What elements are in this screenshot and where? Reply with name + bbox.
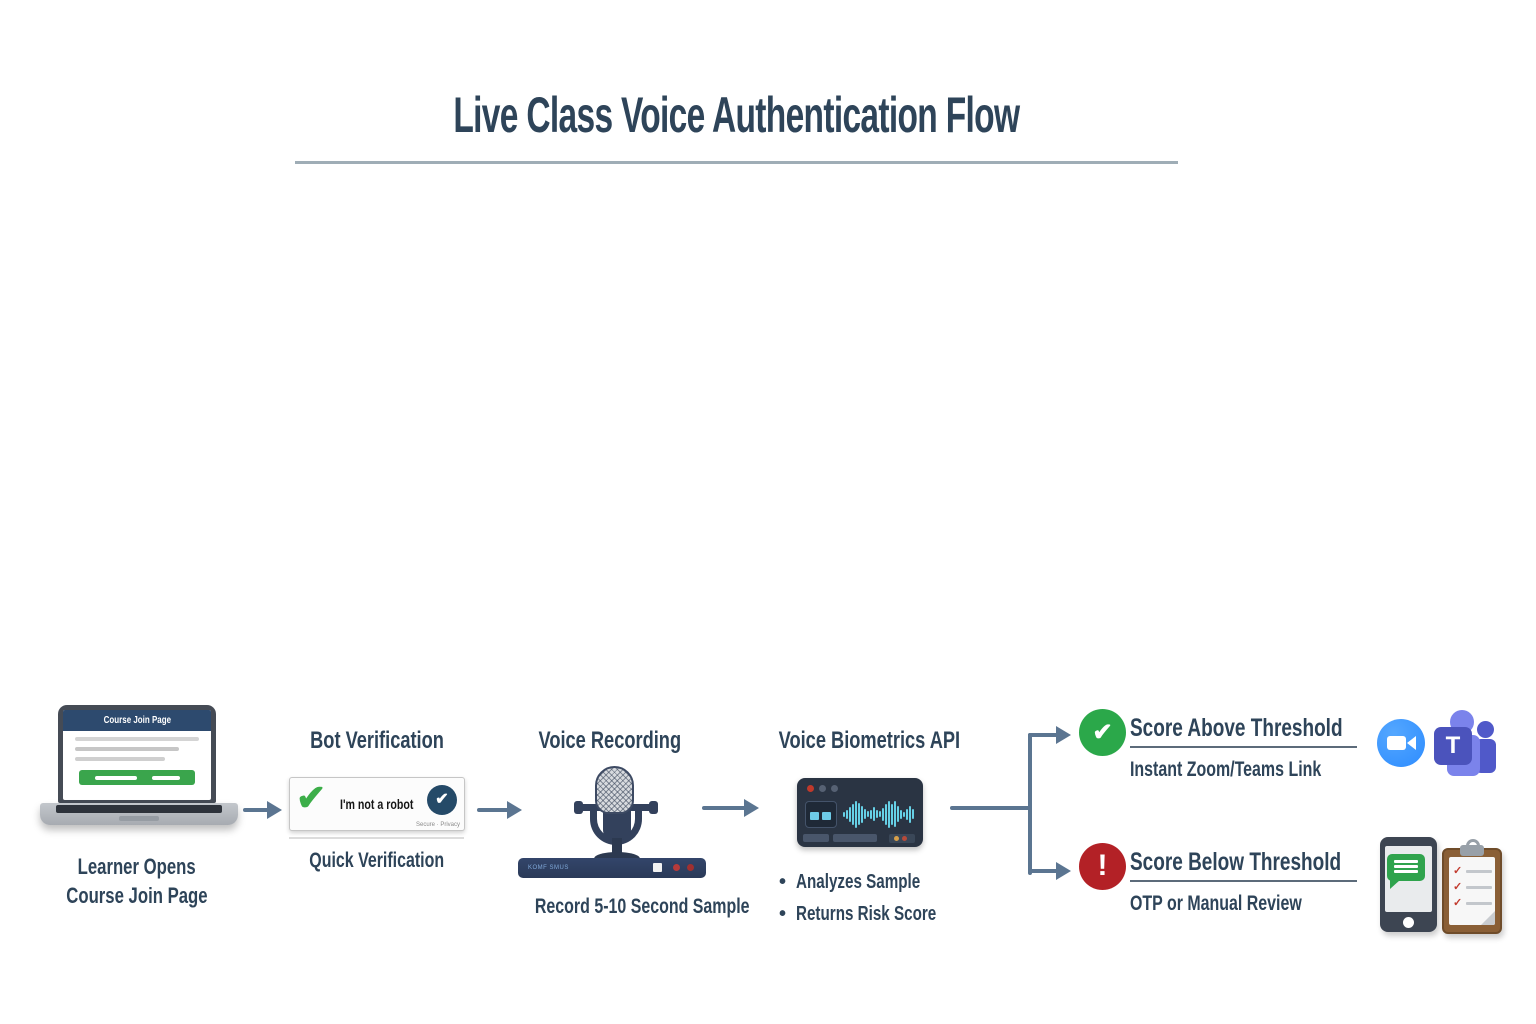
captcha-box: ✔ I'm not a robot ✔ Secure · Privacy (289, 777, 465, 831)
api-bullet: •Analyzes Sample (779, 871, 921, 893)
screen-text-line (75, 747, 179, 751)
screen-text-line (75, 737, 199, 741)
chip-square (822, 812, 831, 820)
review-clipboard-icon: ✓ ✓ ✓ (1442, 839, 1502, 934)
status-dot-red (902, 836, 907, 841)
captcha-fine-print: Secure · Privacy (415, 822, 460, 828)
failure-caption: OTP or Manual Review (1130, 892, 1302, 915)
api-bullet: •Returns Risk Score (779, 903, 937, 925)
chip-square (810, 812, 819, 820)
checklist-row: ✓ (1453, 865, 1493, 877)
green-check-icon: ✔ (296, 777, 327, 818)
mic-mount-knob (649, 801, 658, 814)
video-camera-lens (1407, 736, 1416, 750)
success-caption: Instant Zoom/Teams Link (1130, 758, 1322, 781)
screen-text-line (75, 757, 165, 761)
zoom-icon (1377, 719, 1425, 767)
captcha-label: I'm not a robot (340, 796, 414, 812)
mic-grille (595, 766, 634, 814)
recorder-brand-text: KOMF SMUS (528, 865, 569, 871)
audio-chip-icon (805, 801, 837, 828)
mic-stem (612, 838, 622, 860)
step-voice-caption: Record 5-10 Second Sample (534, 895, 750, 918)
api-bullet-list: •Analyzes Sample •Returns Risk Score (779, 866, 981, 930)
laptop-illustration: Course Join Page (58, 705, 216, 803)
clipboard-paper: ✓ ✓ ✓ (1449, 857, 1495, 925)
teams-letter-tile: T (1434, 727, 1472, 765)
panel-footer-bar (833, 834, 877, 842)
sms-bubble-icon (1387, 854, 1425, 881)
recorder-record-dot (687, 864, 694, 871)
recorder-record-dot (673, 864, 680, 871)
checklist-row: ✓ (1453, 881, 1493, 893)
branch-arrowhead-bottom (1056, 862, 1071, 880)
failure-heading: Score Below Threshold (1130, 848, 1342, 876)
sms-phone-icon (1380, 837, 1437, 932)
biometrics-panel-icon (797, 778, 923, 847)
success-heading: Score Above Threshold (1130, 714, 1343, 742)
step-learner-caption: Learner Opens Course Join Page (66, 854, 208, 908)
sms-bubble-tail (1390, 880, 1400, 889)
alert-icon: ! (1079, 843, 1126, 890)
window-dot-gray (819, 785, 826, 792)
step-bot-caption: Quick Verification (309, 849, 445, 872)
laptop-trackpad (119, 816, 159, 821)
captcha-divider (289, 837, 464, 839)
step-bot-heading: Bot Verification (310, 727, 444, 754)
video-camera-glyph (1387, 736, 1406, 750)
laptop-base (40, 803, 238, 825)
laptop-screen-header: Course Join Page (63, 710, 211, 731)
laptop-screen: Course Join Page (63, 710, 211, 800)
waveform (843, 794, 915, 834)
branch-arrowhead-top (1056, 726, 1071, 744)
window-dot-red (807, 785, 814, 792)
title-divider (295, 161, 1178, 164)
paper-fold-corner (1481, 911, 1495, 925)
screen-join-button (79, 770, 195, 785)
panel-footer-box (889, 834, 915, 843)
laptop-keyboard (56, 805, 222, 813)
success-underline (1130, 746, 1357, 748)
success-check-icon: ✔ (1079, 709, 1126, 756)
teams-person-body-small (1475, 739, 1496, 773)
step-voice-heading: Voice Recording (538, 727, 682, 754)
clipboard-clip (1460, 845, 1484, 856)
failure-underline (1130, 880, 1357, 882)
recorder-stop-button (653, 863, 662, 872)
phone-home-button (1403, 917, 1414, 928)
teams-icon: T (1434, 710, 1498, 782)
captcha-badge-icon: ✔ (427, 785, 457, 815)
step-api-heading: Voice Biometrics API (778, 727, 961, 754)
page-title-wrap: Live Class Voice Authentication Flow (0, 86, 1472, 144)
teams-person-head-small (1477, 721, 1494, 738)
panel-footer-bar (803, 834, 829, 842)
window-dot-gray (831, 785, 838, 792)
checklist-row: ✓ (1453, 897, 1493, 909)
mic-recorder-bar: KOMF SMUS (518, 858, 706, 878)
status-dot-orange (894, 836, 899, 841)
page-title: Live Class Voice Authentication Flow (453, 87, 1020, 143)
